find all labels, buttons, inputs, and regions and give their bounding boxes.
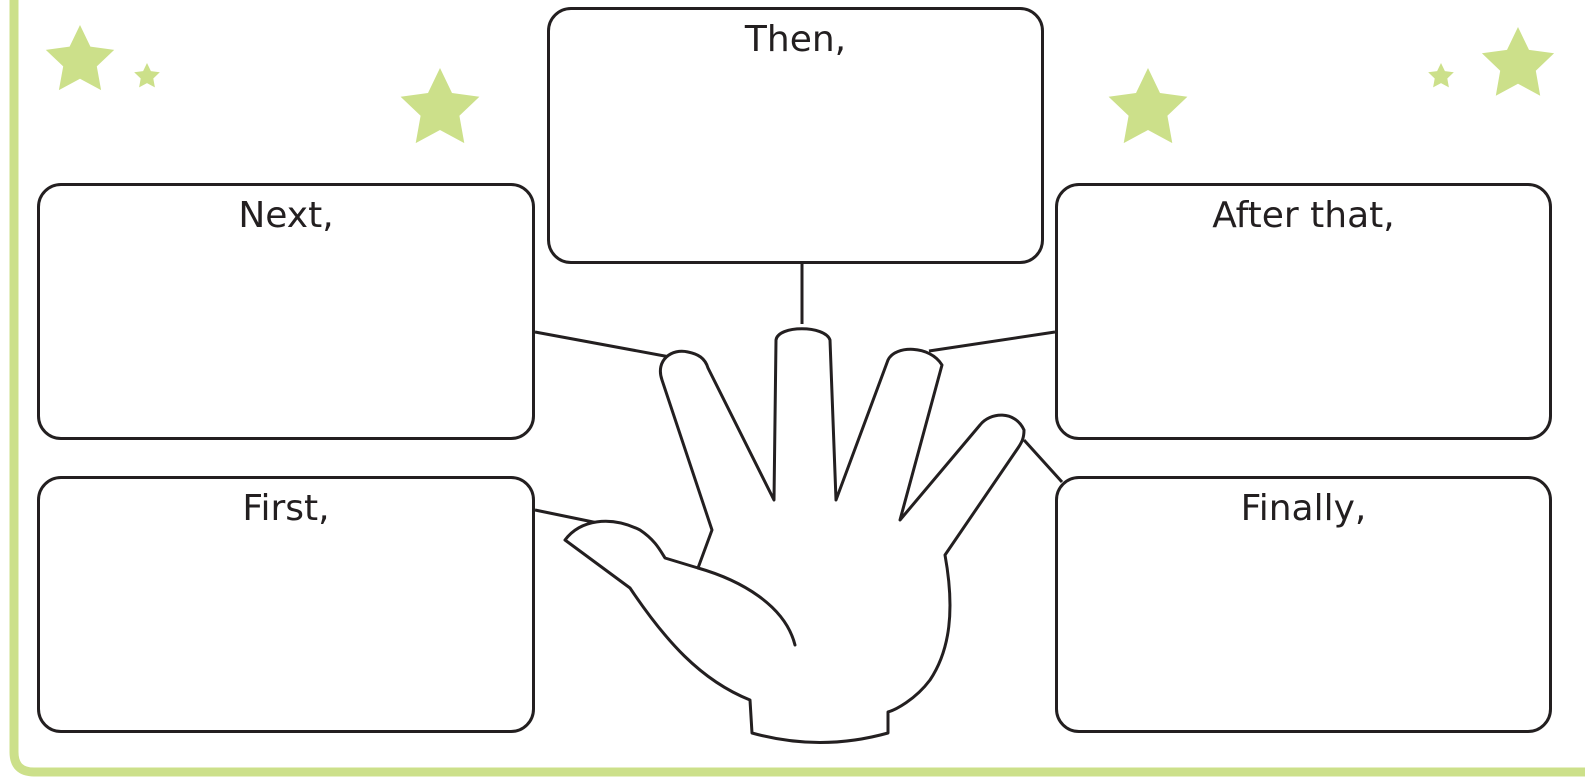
after-that-box[interactable]: After that, <box>1055 183 1552 440</box>
star-icon <box>1482 27 1554 96</box>
star-icon <box>1428 63 1454 87</box>
first-box[interactable]: First, <box>37 476 535 733</box>
star-icon <box>1109 68 1188 143</box>
star-icon <box>401 68 480 143</box>
next-label: Next, <box>40 194 532 238</box>
finally-box[interactable]: Finally, <box>1055 476 1552 733</box>
next-box[interactable]: Next, <box>37 183 535 440</box>
star-icon <box>134 63 160 87</box>
hand-outline <box>565 329 1024 743</box>
finally-label: Finally, <box>1058 487 1549 531</box>
after-that-label: After that, <box>1058 194 1549 238</box>
star-icon <box>46 25 114 90</box>
then-label: Then, <box>550 18 1041 62</box>
first-label: First, <box>40 487 532 531</box>
then-box[interactable]: Then, <box>547 7 1044 264</box>
